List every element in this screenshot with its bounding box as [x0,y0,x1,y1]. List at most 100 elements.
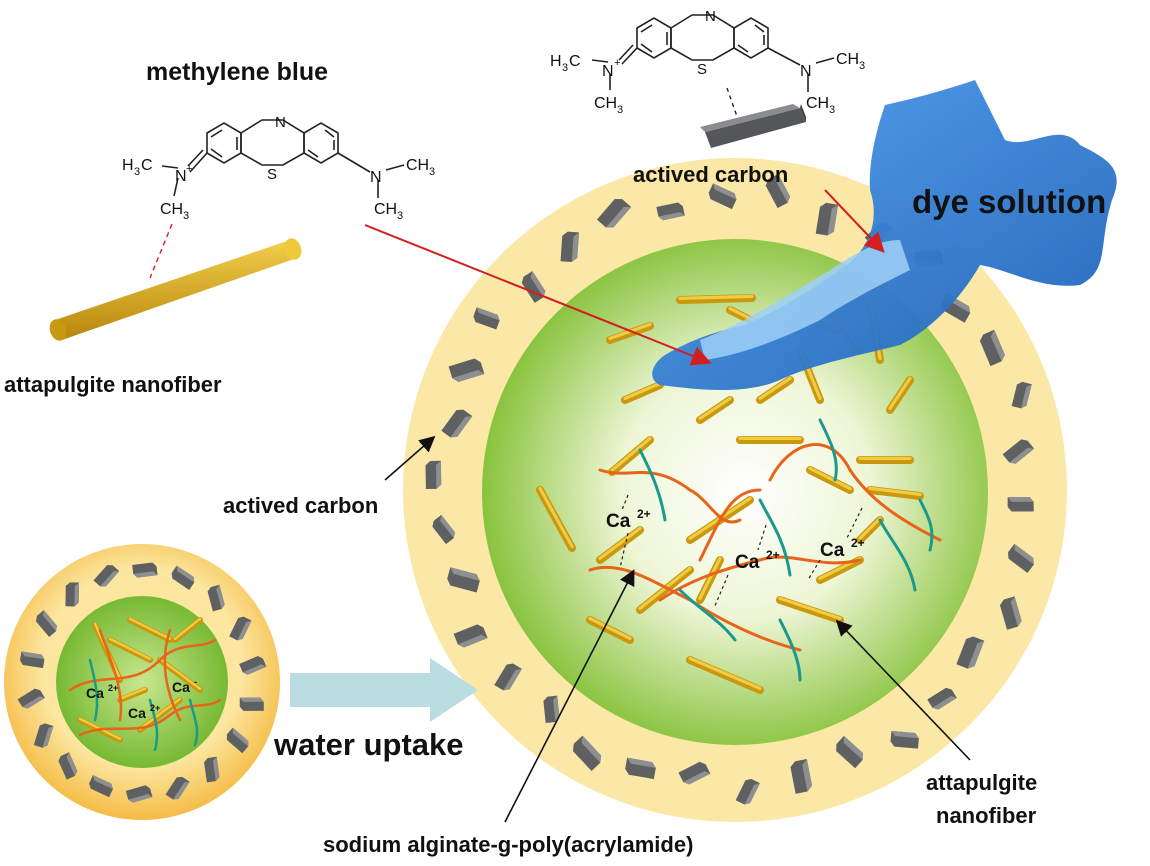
carbon-large-1-top [1014,543,1034,565]
carbon-small-13 [132,562,158,578]
carbon-large-10-top [627,757,656,769]
h3c-top-h: H [550,53,562,70]
label-attapulgite-nanofiber-top: attapulgite nanofiber [4,372,222,397]
carbon-small-5 [89,775,113,798]
ch3-right-upper: CH [406,157,429,174]
carbon-small-0 [239,697,264,711]
carbon-small-1-top [232,727,249,747]
carbon-large-11-body [572,735,602,771]
fiber-large-17-hl [888,376,912,410]
carbon-large-31-top [990,329,1005,362]
ch3-top-right-lower-sub: 3 [829,104,835,116]
carbon-large-2-top [1010,596,1022,627]
carbon-large-4-top [932,696,957,710]
fiber-large-4-hl [538,486,574,549]
n-atom-top-left: N [275,114,286,131]
carbon-large-12 [543,695,560,724]
carbon-small-3 [165,776,190,800]
carbon-large-7-top [802,759,812,792]
carbon-small-11 [65,582,80,607]
chain-large-4 [698,488,762,562]
fiber-large-21-hl [588,616,632,641]
carbon-small-7 [33,723,54,748]
n-atom-top-right: N [705,8,716,25]
plus-left: + [186,163,192,175]
water-uptake-arrow [290,658,478,722]
label-sodium-alginate: sodium alginate-g-poly(acrylamide) [323,832,693,857]
carbon-small-5-top [92,775,113,790]
arrow-attapulgite-nanofiber [835,619,971,761]
carbon-large-2 [999,596,1022,630]
carbon-small-14-top [176,565,195,583]
carbon-large-18 [441,409,473,438]
interaction-dashed-line-left [149,223,173,279]
carbon-small-11-top [74,582,80,607]
carbon-large-4 [927,687,957,710]
chain-large-6 [758,498,792,577]
carbon-large-18-top [450,416,473,438]
carbon-large-4-body [927,687,957,710]
ch3-top-left: CH [594,95,617,112]
large-bead-polymer-chains [588,418,942,682]
carbon-large-26 [765,173,791,209]
chain-large-2 [658,555,862,602]
fiber-small-5-hl [108,637,152,660]
carbon-small-8-top [22,696,45,709]
chain-large-7 [878,518,917,592]
fiber-large-23-hl [858,516,882,541]
ca-small-1-charge: 2+ [108,683,118,693]
carbon-small-6-body [58,752,78,780]
methylene-blue-molecule-left: N S H 3 C N + CH 3 N CH 3 CH 3 [122,114,435,222]
carbon-large-27-top [827,204,839,236]
ch3-top-right-upper-sub: 3 [859,60,865,72]
fiber-small-6-hl [173,617,202,640]
carbon-large-10 [625,757,656,780]
fiber-small-7-hl [118,687,147,700]
carbon-large-17 [425,460,442,490]
small-bead [4,544,280,820]
carbon-small-12 [93,565,120,587]
carbon-large-21-top [530,271,546,298]
carbon-large-0-top [1007,497,1034,502]
ca-small-1: Ca [86,685,104,701]
carbon-small-14 [171,565,195,590]
n-plus-left: N [175,168,187,185]
carbon-large-14-body [453,624,488,648]
carbon-large-14-top [457,634,488,648]
ch3-left: CH [160,201,183,218]
label-methylene-blue: methylene blue [146,58,328,86]
chain-large-5 [638,448,667,522]
ca-ion-2: Ca [735,552,760,573]
chain-small-3 [163,628,182,722]
large-bead-nanofibers [536,294,924,694]
carbon-small-7-top [42,725,54,748]
carbon-large-25 [708,183,737,210]
calcium-ions-large: Ca 2+ Ca 2+ Ca 2+ [606,494,865,609]
fiber-large-16-hl [868,486,922,496]
carbon-large-6-body [836,735,863,769]
fiber-large-14-hl [698,396,732,420]
carbon-large-31 [979,329,1005,367]
carbon-large-14 [453,624,488,648]
carbon-large-26-top [775,173,791,203]
carbon-small-12-top [100,571,120,587]
s-atom-top: S [697,61,707,78]
carbon-large-1 [1008,543,1034,573]
label-dye-solution: dye solution [912,183,1106,220]
carbon-large-20 [473,307,500,330]
ca-ion-1: Ca [606,511,631,532]
red-arrow-carbon-to-bead [824,189,885,253]
carbon-small-10 [36,610,57,637]
carbon-small-8 [17,688,45,709]
ca-small-2: Ca [128,705,146,721]
arrow-actived-carbon-side [384,435,436,481]
carbon-large-7 [790,759,812,794]
carbon-large-9-body [678,761,711,785]
carbon-large-3 [956,636,985,669]
carbon-large-25-top [713,183,737,200]
carbon-small-15-top [216,584,225,610]
ch3-right-lower: CH [374,201,397,218]
carbon-large-32-top [1021,384,1032,409]
carbon-small-12-body [93,565,120,587]
carbon-large-19-top [452,370,485,382]
